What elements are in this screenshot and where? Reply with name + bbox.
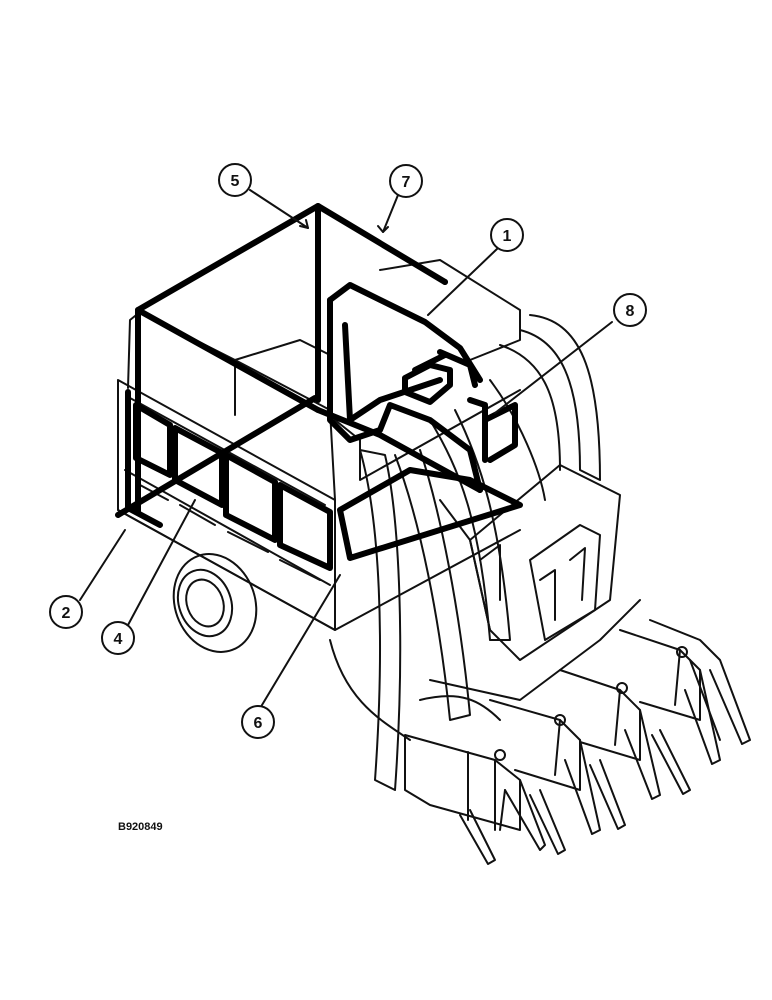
callout-8-label: 8 [626,303,635,320]
operator-cab [439,464,621,661]
callout-5-label: 5 [231,173,240,190]
air-ducts [359,259,601,791]
callout-5: 5 [218,163,252,197]
callout-1-label: 1 [503,228,512,245]
callout-1: 1 [490,218,524,252]
callout-4: 4 [101,621,135,655]
callout-8: 8 [613,293,647,327]
callout-2: 2 [49,595,83,629]
wheel [172,553,258,653]
callout-6-label: 6 [254,715,263,732]
callout-4-label: 4 [114,631,123,648]
reference-code: B920849 [118,821,163,833]
wiring-harness [115,203,523,571]
callout-7-label: 7 [402,174,411,191]
callout-7: 7 [389,164,423,198]
callout-2-label: 2 [62,605,71,622]
leader-lines [79,189,613,706]
callout-6: 6 [241,705,275,739]
row-units [329,599,751,865]
